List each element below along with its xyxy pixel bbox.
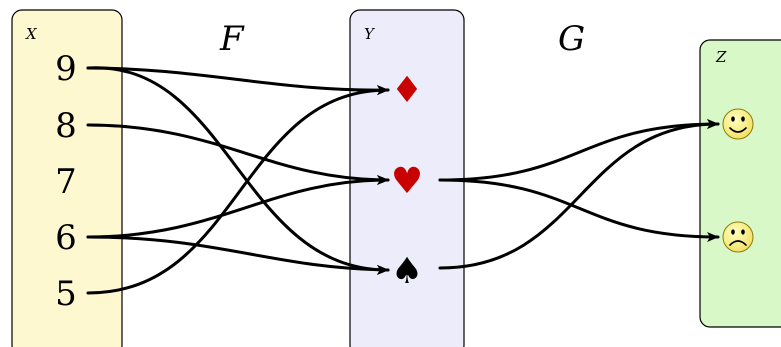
arrow-g-heart-to-frown — [438, 178, 720, 242]
x-element-7: 7 — [55, 162, 77, 202]
arrow-f-6-to-heart — [86, 175, 390, 239]
x-element-5: 5 — [55, 274, 77, 314]
spade-icon: ♠ — [391, 251, 423, 292]
x-element-6: 6 — [55, 218, 77, 258]
heart-icon: ♥ — [391, 161, 423, 202]
set-z-label: Z — [715, 48, 727, 66]
arrow-g-spade-to-smiley — [438, 119, 720, 270]
set-x-box — [11, 9, 123, 347]
map-f-label: F — [219, 19, 245, 59]
arrow-f-6-to-spade — [86, 235, 390, 275]
x-element-8: 8 — [55, 106, 77, 146]
set-y-label: Y — [364, 25, 376, 43]
set-x-label: X — [25, 25, 38, 43]
map-g-label: G — [558, 19, 585, 59]
arrow-f-5-to-diamond — [86, 85, 390, 295]
arrow-g-heart-to-smiley — [438, 119, 720, 182]
frowning-face-icon — [722, 221, 754, 253]
arrow-f-9-to-diamond — [86, 66, 390, 96]
arrow-f-8-to-heart — [86, 123, 390, 185]
arrow-f-9-to-spade — [86, 66, 390, 275]
diamond-icon: ♦ — [391, 70, 423, 111]
smiley-face-icon — [722, 108, 754, 140]
set-z-box — [699, 39, 781, 328]
x-element-9: 9 — [55, 49, 77, 89]
